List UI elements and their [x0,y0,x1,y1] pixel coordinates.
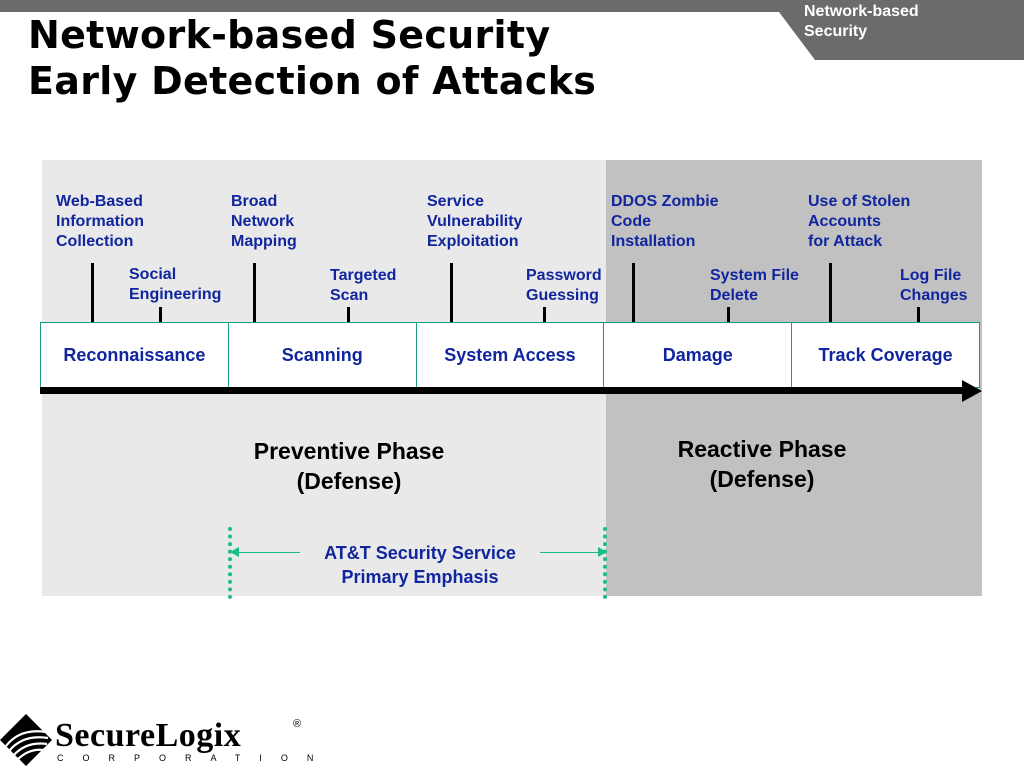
phase-scanning: Scanning [228,323,417,387]
section-tag-line2: Security [804,23,868,40]
emphasis-arrow-right [540,552,600,553]
phase-damage: Damage [604,323,793,387]
event-password-guessing: Password Guessing [526,266,602,306]
event-tick [829,263,832,323]
arrowhead-left-icon [230,547,239,557]
emphasis-arrow-left [238,552,300,553]
event-tick [727,307,730,323]
preventive-line1: Preventive Phase [253,438,445,464]
event-line: Code [611,213,651,230]
event-targeted-scan: Targeted Scan [330,266,396,306]
arrowhead-right-icon [598,547,607,557]
event-line: Installation [611,233,696,250]
event-line: Service [427,193,484,210]
event-system-file-delete: System File Delete [710,266,799,306]
event-line: Collection [56,233,134,250]
phase-track-coverage: Track Coverage [792,323,979,387]
event-line: Use of Stolen [808,193,911,210]
slide-title: Network-based Security Early Detection o… [28,12,596,104]
emphasis-line1: AT&T Security Service [324,543,516,563]
reactive-phase-label: Reactive Phase (Defense) [640,434,884,494]
emphasis-start-marker [228,527,232,599]
attack-phase-row: Reconnaissance Scanning System Access Da… [40,322,980,388]
event-ddos-zombie-code-installation: DDOS Zombie Code Installation [611,192,719,252]
reactive-line1: Reactive Phase [677,436,847,462]
event-line: Information [56,213,144,230]
event-social-engineering: Social Engineering [129,265,221,305]
event-line: Changes [900,287,968,304]
phase-system-access: System Access [416,323,605,387]
event-line: DDOS Zombie [611,193,719,210]
event-line: Targeted [330,267,397,284]
event-line: Social [129,266,177,283]
event-line: Log File [900,267,962,284]
event-broad-network-mapping: Broad Network Mapping [231,192,297,252]
phase-reconnaissance: Reconnaissance [41,323,229,387]
preventive-phase-label: Preventive Phase (Defense) [220,436,478,496]
event-line: Accounts [808,213,881,230]
logo-wordmark: SecureLogix [55,717,242,754]
slide-title-line2: Early Detection of Attacks [28,59,597,103]
event-line: Vulnerability [427,213,523,230]
timeline-arrow-icon [962,380,982,402]
event-tick [347,307,350,323]
registered-mark: ® [293,718,302,730]
event-service-vulnerability-exploitation: Service Vulnerability Exploitation [427,192,522,252]
event-line: Password [526,267,602,284]
event-line: Exploitation [427,233,519,250]
event-line: for Attack [808,233,883,250]
event-line: Network [231,213,295,230]
event-tick [159,307,162,323]
top-bar [0,0,780,12]
event-tick [450,263,453,323]
section-tag-line1: Network-based [804,3,919,20]
section-tag-text: Network-based Security [804,2,1014,42]
att-security-emphasis-label: AT&T Security Service Primary Emphasis [300,541,540,589]
slide-title-line1: Network-based Security [28,13,551,57]
event-line: Broad [231,193,278,210]
logo-corporation: CORPORATION [57,753,333,763]
timeline-axis [40,387,964,394]
securelogix-diamond-icon [0,714,52,766]
event-line: Scan [330,287,369,304]
reactive-line2: (Defense) [709,466,815,492]
event-use-of-stolen-accounts: Use of Stolen Accounts for Attack [808,192,910,252]
event-tick [91,263,94,323]
emphasis-end-marker [603,527,607,599]
event-tick [917,307,920,323]
event-line: Engineering [129,286,222,303]
event-line: Delete [710,287,759,304]
event-log-file-changes: Log File Changes [900,266,968,306]
emphasis-line2: Primary Emphasis [341,567,499,587]
event-line: Mapping [231,233,297,250]
event-tick [543,307,546,323]
section-tag [770,0,1024,60]
event-tick [632,263,635,323]
preventive-line2: (Defense) [296,468,402,494]
event-web-based-information-collection: Web-Based Information Collection [56,192,144,252]
event-line: System File [710,267,799,284]
event-line: Web-Based [56,193,143,210]
event-tick [253,263,256,323]
event-line: Guessing [526,287,599,304]
